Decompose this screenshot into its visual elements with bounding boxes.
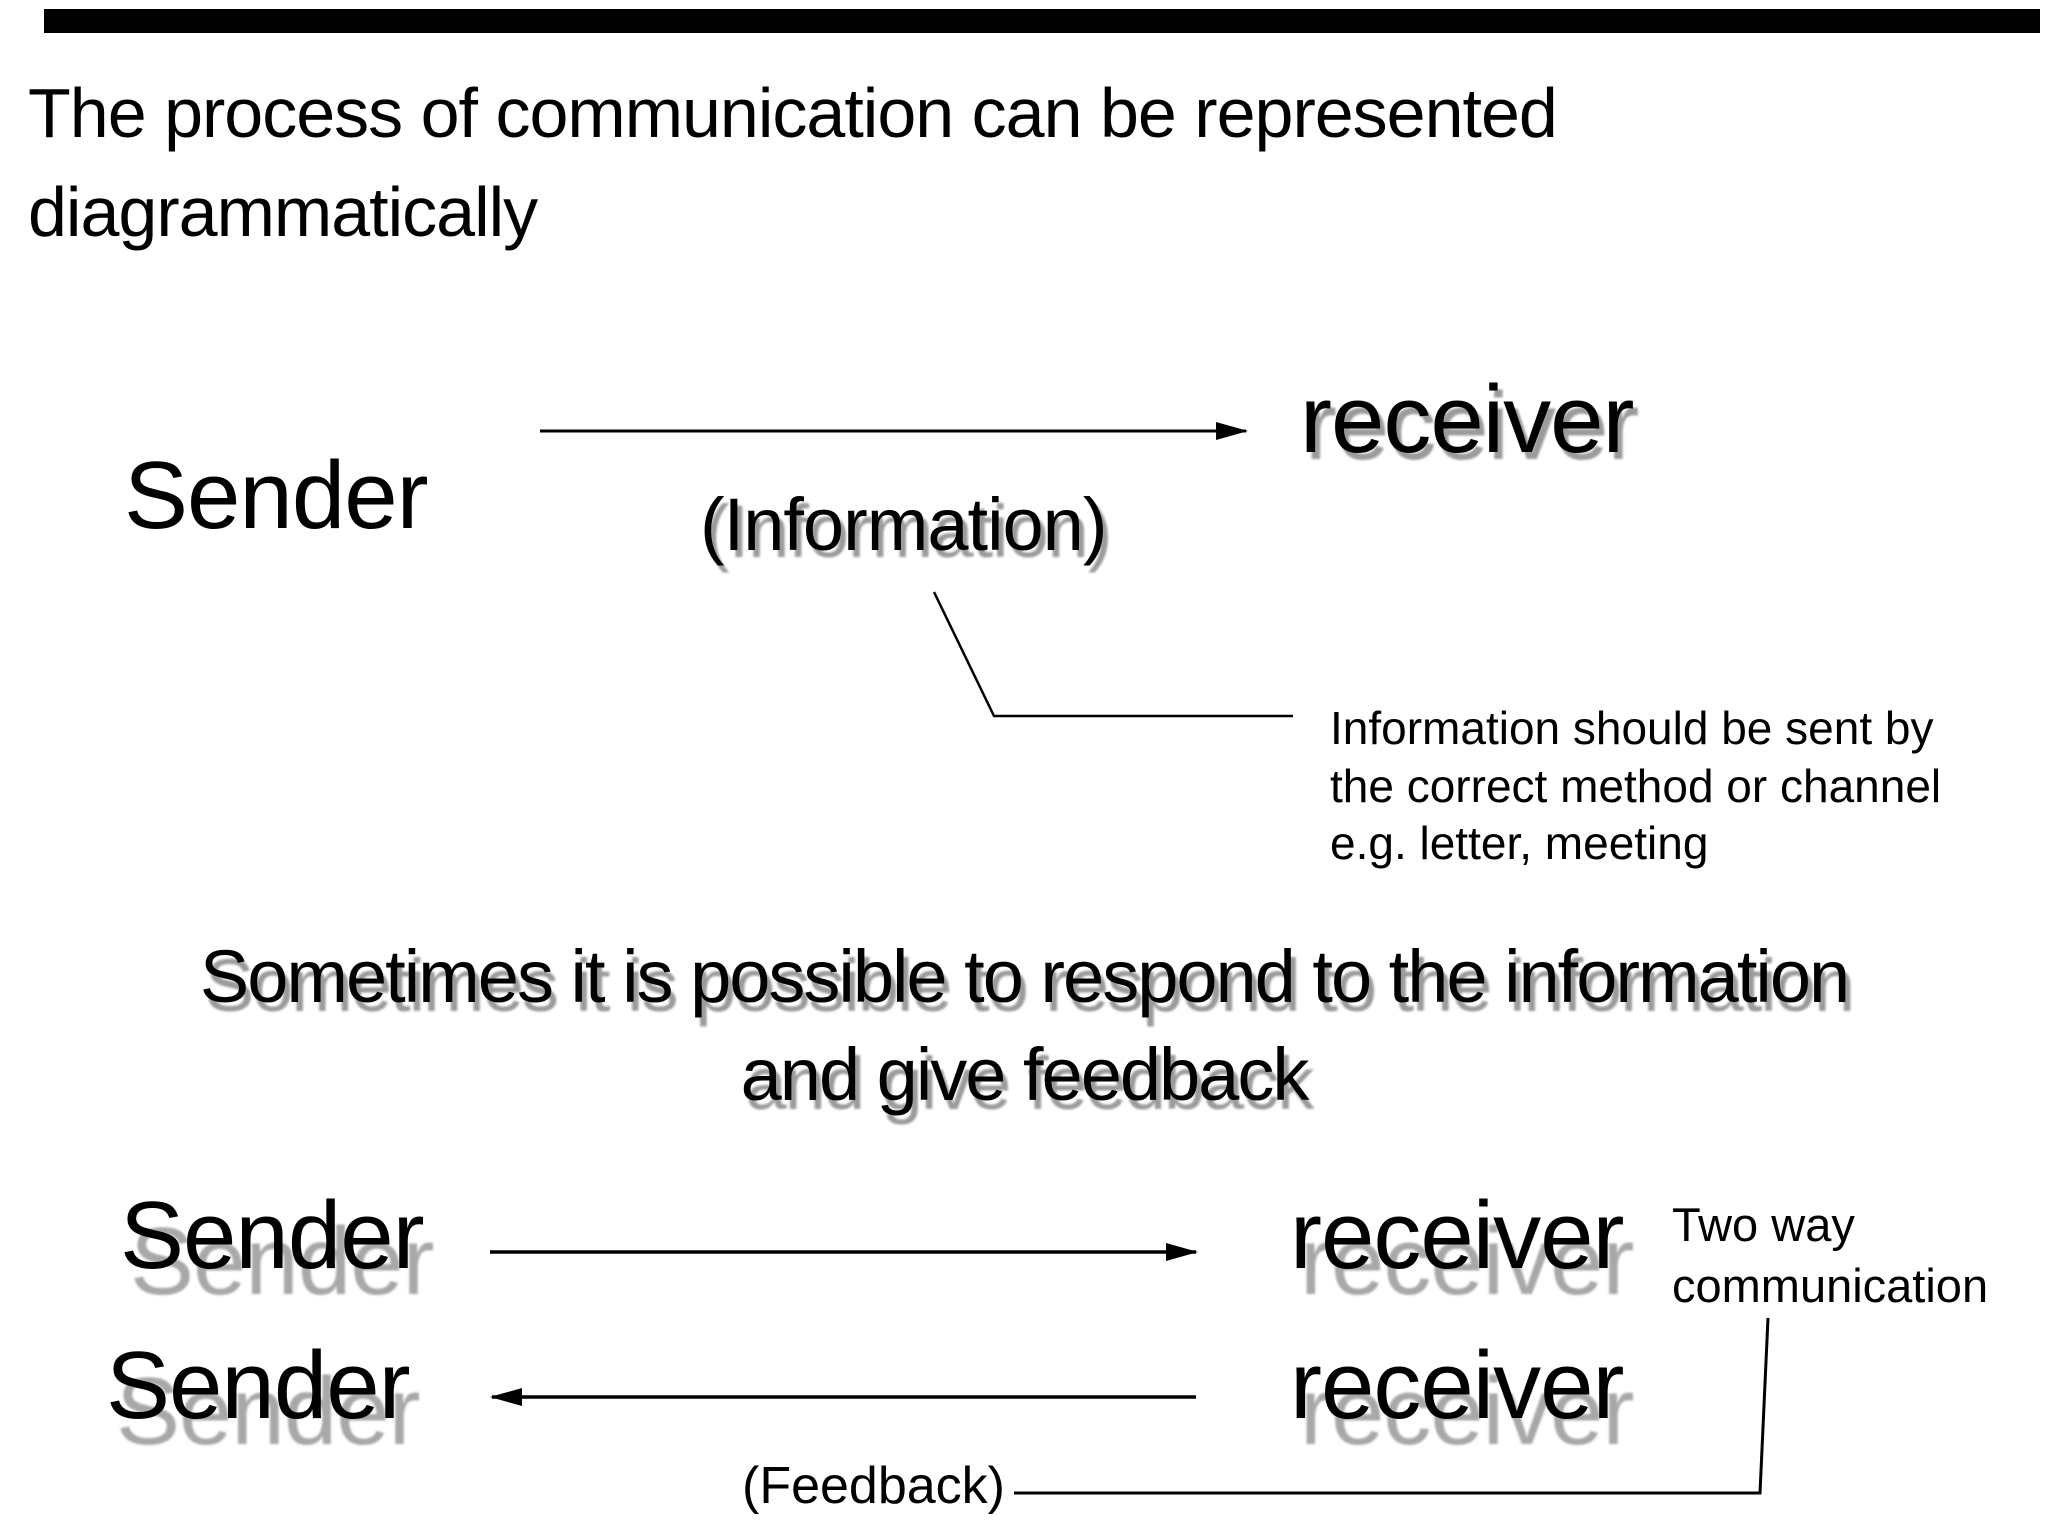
diagram2-receiver-bottom-label: receiver <box>1290 1332 1624 1439</box>
diagram2-sender-bottom-label: Sender <box>106 1332 411 1439</box>
top-border-bar <box>44 9 2040 33</box>
diagram1-sender-label: Sender <box>124 442 429 549</box>
diagram2-feedback-label: (Feedback) <box>742 1457 1005 1515</box>
diagram1-receiver-label: receiver <box>1300 366 1634 473</box>
diagram2-two-way-label: Two way communication <box>1672 1198 1989 1313</box>
slide-title: The process of communication can be repr… <box>28 74 1558 252</box>
diagram1-information-label: (Information) <box>700 483 1107 566</box>
information-callout-connector-line <box>932 591 1293 718</box>
slide-subtitle: Sometimes it is possible to respond to t… <box>199 935 1850 1117</box>
diagram2-sender-top-label: Sender <box>120 1182 425 1289</box>
diagram1-callout-text: Information should be sent by the correc… <box>1330 702 1942 869</box>
diagram2-receiver-top-label: receiver <box>1290 1182 1624 1289</box>
